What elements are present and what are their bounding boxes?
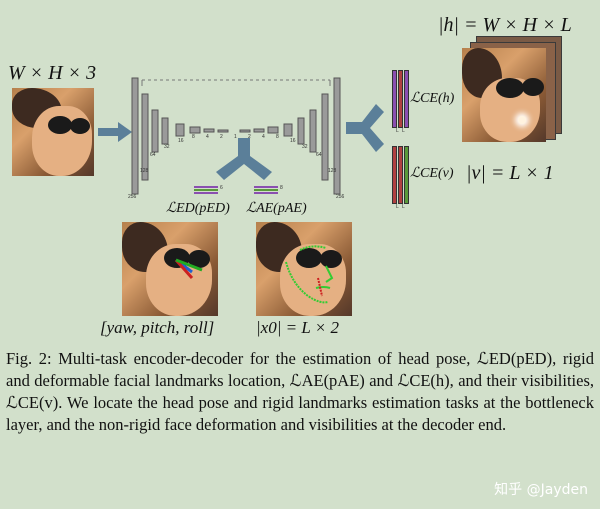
encoder-decoder-network (131, 77, 341, 195)
layer-num-dec-32: 32 (302, 144, 308, 150)
decoder-layer-4 (283, 123, 293, 137)
heatmap-stack (462, 36, 562, 142)
layer-num-dec-64: 64 (316, 152, 322, 158)
landmarks-label: |x0| = L × 2 (256, 318, 339, 337)
rigid-landmark-output-dim: 8 (280, 185, 283, 191)
encoder-layer-2 (141, 93, 149, 181)
layer-num-dec-2: 2 (248, 134, 251, 140)
figure-caption: Fig. 2: Multi-task encoder-decoder for t… (6, 349, 594, 434)
encoder-layer-8 (217, 129, 229, 133)
decoder-layer-6 (309, 109, 317, 153)
v-output-channel-label: L (396, 204, 399, 210)
rigid-landmark-output-bars (254, 186, 278, 195)
layer-num-enc-256: 256 (128, 194, 137, 200)
input-dims-label: W × H × 3 (8, 62, 97, 84)
h-output-channels (392, 70, 409, 128)
layer-num-enc-4: 4 (206, 134, 209, 140)
layer-num-enc-16: 16 (178, 138, 184, 144)
pose-output-dim: 6 (220, 185, 223, 191)
encoder-layer-3 (151, 109, 159, 153)
landmarks-face-photo (256, 222, 352, 316)
pose-label: [yaw, pitch, roll] (100, 318, 215, 337)
encoder-layer-1 (131, 77, 139, 195)
input-arrow-icon (98, 122, 132, 142)
bottleneck-split-arrow-icon (216, 138, 272, 180)
encoder-layer-6 (189, 126, 201, 134)
decoder-layer-5 (297, 117, 305, 145)
layer-num-dec-8: 8 (276, 134, 279, 140)
loss-ce-v-label: ℒCE(v) (410, 166, 454, 181)
decoder-layer-1 (239, 129, 251, 133)
encoder-layer-7 (203, 128, 215, 133)
h-dims-label: |h| = W × H × L (438, 14, 572, 36)
loss-ae-label: ℒAE(pAE) (246, 201, 307, 216)
decoder-split-arrow-icon (346, 104, 384, 152)
decoder-layer-2 (253, 128, 265, 133)
v-output-channel-label-2: L (402, 204, 405, 210)
layer-num-dec-16: 16 (290, 138, 296, 144)
layer-num-dec-4: 4 (262, 134, 265, 140)
h-output-channel-label: L (396, 128, 399, 134)
layer-num-enc-128: 128 (140, 168, 149, 174)
decoder-layer-7 (321, 93, 329, 181)
h-output-channel-label-2: L (402, 128, 405, 134)
layer-num-enc-2: 2 (220, 134, 223, 140)
layer-num-bottleneck-1: 1 (234, 134, 237, 140)
encoder-layer-5 (175, 123, 185, 137)
decoder-layer-3 (267, 126, 279, 134)
layer-num-enc-8: 8 (192, 134, 195, 140)
layer-num-dec-128: 128 (328, 168, 337, 174)
layer-num-dec-256: 256 (336, 194, 345, 200)
watermark: 知乎 @Jayden (494, 482, 588, 498)
layer-num-enc-64: 64 (150, 152, 156, 158)
v-output-channels (392, 146, 409, 204)
v-dims-label: |v| = L × 1 (466, 162, 554, 184)
encoder-layer-4 (161, 117, 169, 145)
pose-output-bars (194, 186, 218, 195)
pose-face-photo (122, 222, 218, 316)
loss-ed-label: ℒED(pED) (166, 201, 230, 216)
input-face-photo (12, 88, 94, 176)
loss-ce-h-label: ℒCE(h) (410, 91, 455, 106)
decoder-layer-8 (333, 77, 341, 195)
layer-num-enc-32: 32 (164, 144, 170, 150)
